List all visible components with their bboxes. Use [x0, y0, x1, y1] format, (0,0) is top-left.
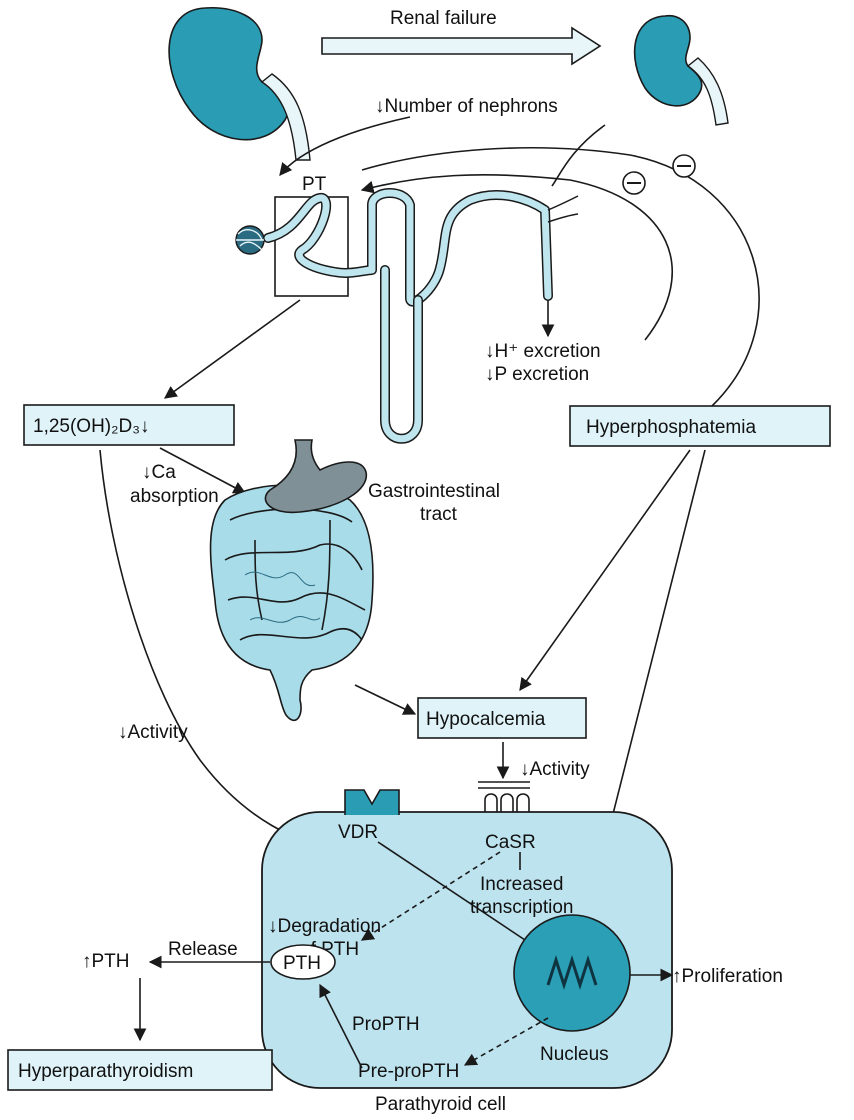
release-label: Release	[168, 939, 238, 960]
pre-propth-label: Pre-proPTH	[358, 1061, 459, 1082]
activity-right-label: ↓Activity	[520, 759, 590, 780]
increased-label-1: Increased	[480, 874, 563, 895]
hyperparathyroidism-label: Hyperparathyroidism	[18, 1061, 193, 1082]
parathyroid-cell-label: Parathyroid cell	[375, 1094, 506, 1115]
ca-absorption-label-2: absorption	[130, 486, 219, 507]
up-pth-label: ↑PTH	[82, 951, 130, 972]
hypocalcemia-label: Hypocalcemia	[426, 709, 546, 730]
hyperphosphatemia-label: Hyperphosphatemia	[586, 417, 756, 438]
arrow-hyperphos-to-hypocalcemia	[520, 450, 690, 690]
gi-tract-label-1: Gastrointestinal	[368, 481, 500, 502]
vdr-receptor-icon	[345, 790, 399, 815]
propth-label: ProPTH	[352, 1014, 420, 1035]
glomerulus-icon	[236, 226, 264, 254]
kidney-icon	[169, 8, 310, 160]
casr-label: CaSR	[485, 832, 536, 853]
vdr-label: VDR	[338, 822, 378, 843]
ca-absorption-label-1: ↓Ca	[142, 462, 176, 483]
proliferation-label: ↑Proliferation	[672, 966, 783, 987]
vitamin-d-label: 1,25(OH)₂D₃↓	[33, 416, 149, 437]
pt-label: PT	[302, 174, 327, 195]
h-excretion-label: ↓H⁺ excretion	[485, 341, 601, 362]
renal-failure-arrow	[322, 28, 600, 64]
arrow-pt-to-vitd	[165, 300, 300, 398]
activity-left-label: ↓Activity	[118, 722, 188, 743]
casr-receptor-icon	[478, 782, 530, 812]
pth-vesicle-label: PTH	[283, 953, 321, 974]
nucleus-label: Nucleus	[540, 1044, 609, 1065]
increased-label-2: transcription	[470, 897, 574, 918]
inhibition-icon-2	[673, 155, 695, 177]
p-excretion-label: ↓P excretion	[485, 364, 589, 385]
arrow-nephron-count-line	[552, 125, 605, 186]
small-kidney-icon	[635, 16, 728, 125]
degradation-label-1: ↓Degradation	[268, 916, 381, 937]
intestine-icon	[211, 485, 373, 720]
nephron-tubule-icon	[268, 193, 578, 439]
renal-failure-label: Renal failure	[390, 8, 497, 29]
number-of-nephrons-label: ↓Number of nephrons	[375, 96, 558, 117]
arrow-gi-to-hypocalcemia	[355, 685, 415, 714]
gi-tract-label-2: tract	[420, 504, 458, 525]
inhibition-icon-1	[623, 172, 645, 194]
nucleus	[514, 915, 630, 1031]
